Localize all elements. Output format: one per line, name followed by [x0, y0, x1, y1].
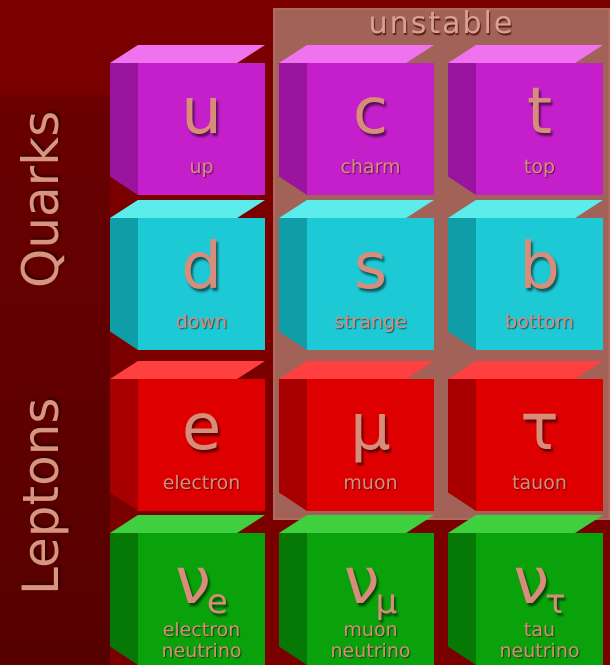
name-line-1: electron [138, 620, 265, 641]
particle-symbol: s [307, 235, 434, 299]
particle-symbol: u [138, 80, 265, 144]
particle-symbol: τ [476, 396, 603, 460]
particle-muon: μ muon [279, 361, 434, 511]
particle-down: d down [110, 200, 265, 350]
particle-name: strange [307, 312, 434, 333]
particle-bottom: b bottom [448, 200, 603, 350]
particle-charm: c charm [279, 45, 434, 195]
particle-name: electron [138, 473, 265, 494]
particle-electron: e electron [110, 361, 265, 511]
particle-name: down [138, 312, 265, 333]
particle-name: charm [307, 157, 434, 178]
particle-symbol: b [476, 235, 603, 299]
particle-up: u up [110, 45, 265, 195]
leptons-label: Leptons [12, 398, 70, 595]
quarks-label: Quarks [12, 111, 70, 288]
particle-symbol: μ [307, 396, 434, 460]
name-line-2: neutrino [307, 641, 434, 662]
particle-tauon: τ tauon [448, 361, 603, 511]
particle-strange: s strange [279, 200, 434, 350]
particle-symbol: c [307, 80, 434, 144]
particle-name: muon [307, 473, 434, 494]
flavor-subscript: τ [545, 582, 565, 622]
particle-name: tauon [476, 473, 603, 494]
nu-symbol: ν [344, 545, 380, 619]
particle-name: up [138, 157, 265, 178]
flavor-subscript: μ [376, 582, 398, 622]
flavor-subscript: e [207, 582, 228, 622]
name-line-1: tau [476, 620, 603, 641]
particle-top: t top [448, 45, 603, 195]
particle-symbol: e [138, 396, 265, 460]
particle-symbol: d [138, 235, 265, 299]
nu-symbol: ν [175, 545, 211, 619]
particle-name: bottom [476, 312, 603, 333]
particle-symbol: t [476, 80, 603, 144]
name-line-2: neutrino [476, 641, 603, 662]
name-line-2: neutrino [138, 641, 265, 662]
particle-name: top [476, 157, 603, 178]
name-line-1: muon [307, 620, 434, 641]
unstable-label: unstable [273, 6, 610, 41]
nu-symbol: ν [513, 545, 549, 619]
